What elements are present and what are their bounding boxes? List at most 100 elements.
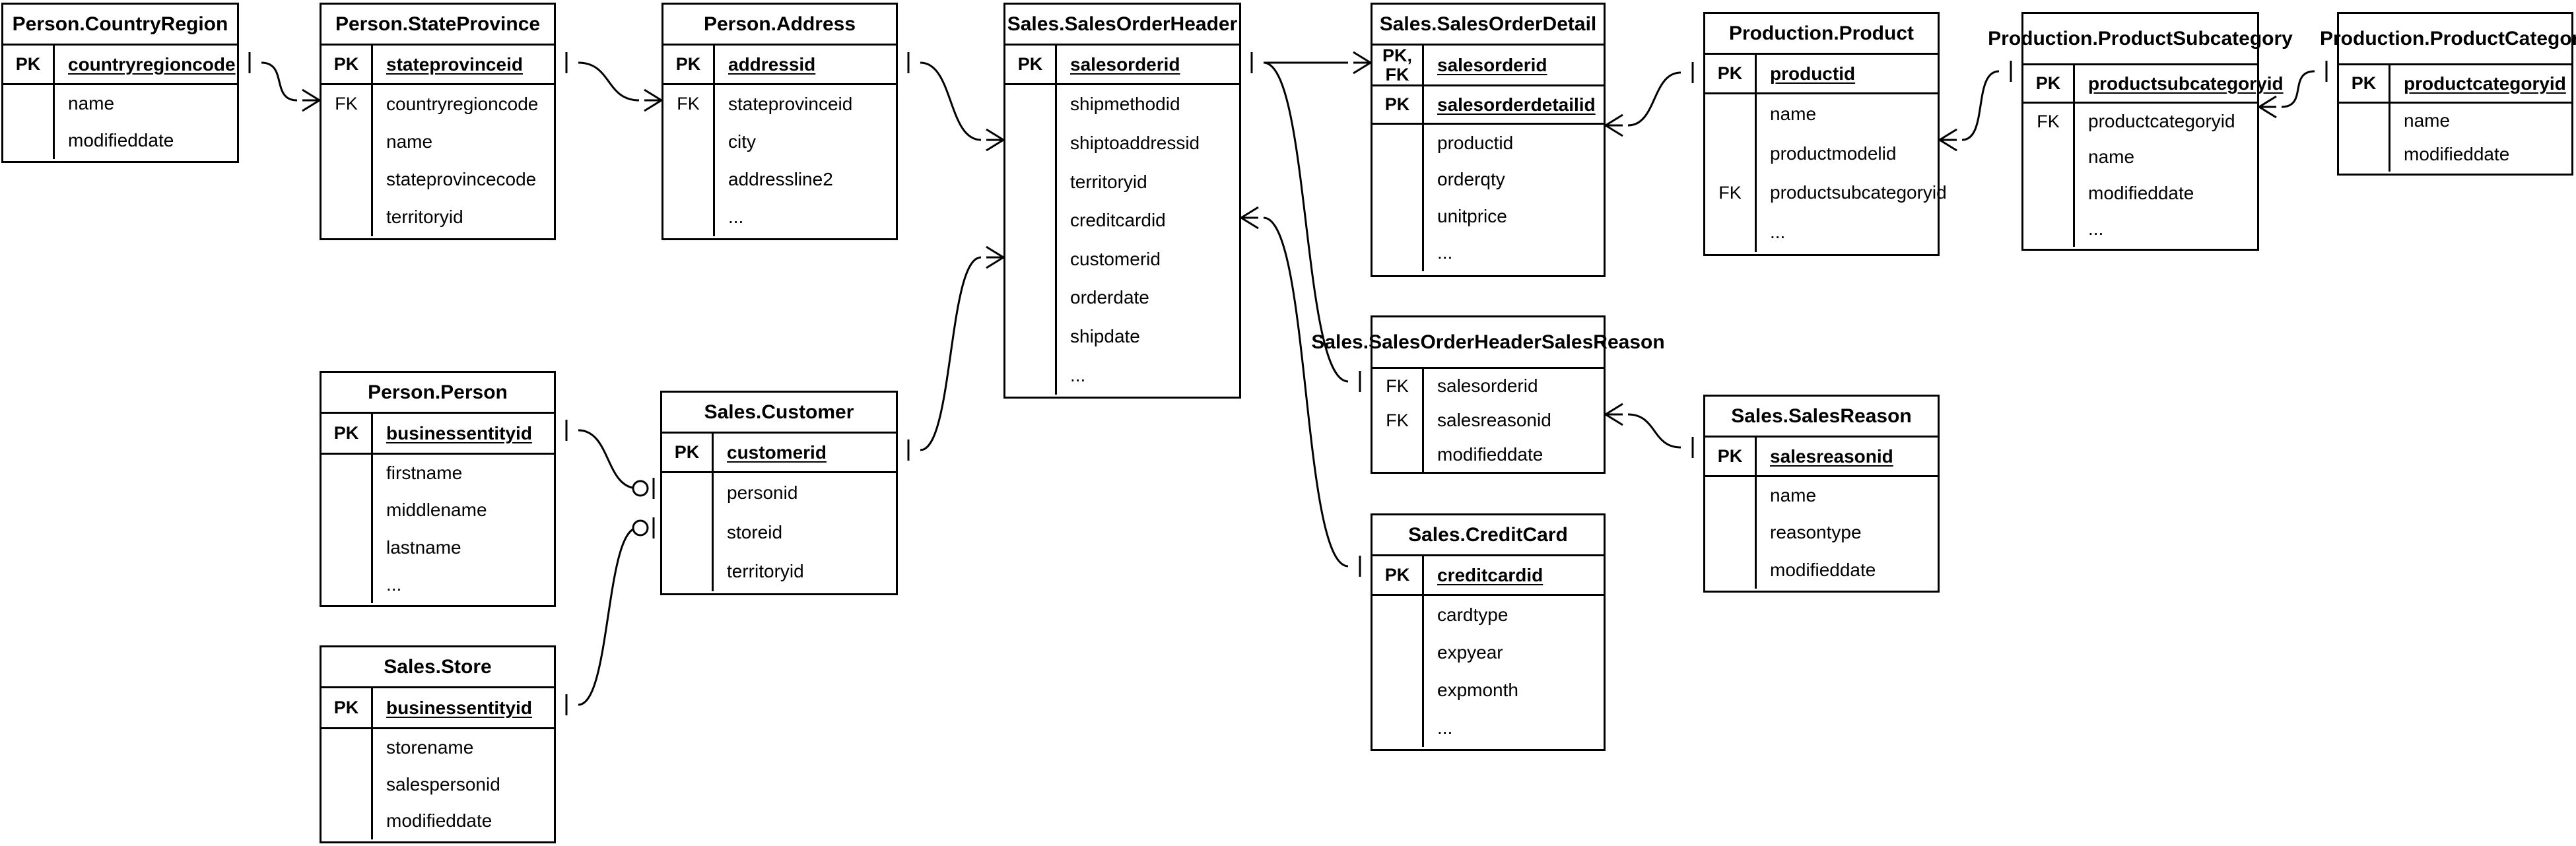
key-badge: PK <box>663 46 715 83</box>
rel-salesorderheader-creditcard <box>1240 206 1361 577</box>
entity-title: Production.ProductCategory <box>2320 14 2576 65</box>
attribute-name: name <box>68 93 115 114</box>
attribute-name: addressline2 <box>728 169 833 190</box>
key-badge <box>322 455 371 492</box>
key-badge <box>1373 596 1422 634</box>
key-badge <box>662 513 712 552</box>
key-badge <box>322 123 371 160</box>
attribute-name: productcategoryid <box>2404 73 2566 94</box>
key-badge <box>1373 235 1422 272</box>
key-badge: PK <box>322 688 373 727</box>
key-badge <box>1005 240 1055 279</box>
key-badge: FK <box>335 94 358 114</box>
key-badge <box>663 123 713 160</box>
entity-title: Person.StateProvince <box>322 5 554 46</box>
attribute-name: shiptoaddressid <box>1070 132 1200 153</box>
key-badge <box>1373 438 1422 472</box>
attribute-name: stateprovinceid <box>728 93 853 114</box>
key-badge <box>1373 672 1422 709</box>
attribute-name: productmodelid <box>1770 143 1897 164</box>
key-badge <box>1005 124 1055 163</box>
key-badge: PK <box>322 414 373 453</box>
entity-title: Sales.Customer <box>662 393 896 434</box>
key-badge: FK <box>1386 410 1409 430</box>
entity-title-line: Production.Product <box>1988 27 2173 49</box>
key-column <box>3 85 55 159</box>
attribute-name: productsubcategoryid <box>1770 182 1947 203</box>
key-badge: PK <box>1705 438 1757 475</box>
key-badge: PK <box>322 46 373 83</box>
attribute-name: customerid <box>1070 248 1161 269</box>
rel-stateprovince-address <box>565 52 662 112</box>
entity-title: Sales.CreditCard <box>1373 515 1604 556</box>
attribute-name: salesreasonid <box>1770 445 1893 467</box>
attribute-name: productsubcategoryid <box>2088 73 2284 94</box>
key-badge <box>2023 211 2073 247</box>
key-badge <box>1005 201 1055 240</box>
key-badge: FK <box>1386 375 1409 396</box>
attribute-name: personid <box>727 482 798 503</box>
attribute-name: modifieddate <box>1770 559 1876 580</box>
key-badge <box>2339 104 2389 138</box>
key-badge <box>1705 94 1755 134</box>
key-badge <box>1705 514 1755 551</box>
key-column <box>322 729 373 839</box>
rel-store-customer <box>565 517 655 715</box>
attribute-name: modifieddate <box>1437 444 1543 465</box>
key-badge <box>322 729 371 766</box>
attribute-name: ... <box>1070 364 1086 385</box>
attribute-name: expyear <box>1437 641 1503 663</box>
attribute-name: shipmethodid <box>1070 94 1180 115</box>
rel-productsubcategory-product <box>1939 61 2012 152</box>
attribute-name: orderqty <box>1437 169 1505 190</box>
attribute-name: city <box>728 131 756 152</box>
key-badge <box>1005 85 1055 124</box>
key-badge <box>1005 317 1055 356</box>
key-badge <box>1373 634 1422 671</box>
key-badge <box>1705 477 1755 514</box>
key-column <box>1005 85 1057 395</box>
key-badge: PK <box>1705 55 1757 92</box>
entity-production-productcategory[interactable]: Production.ProductCategoryPKproductcateg… <box>2320 12 2576 176</box>
attribute-name: storeid <box>727 521 783 542</box>
key-column: FK FK <box>1373 369 1424 472</box>
attribute-name: salespersonid <box>386 773 500 795</box>
key-column <box>322 455 373 603</box>
key-badge <box>322 566 371 603</box>
key-badge <box>3 85 53 122</box>
attribute-name: name <box>2088 146 2135 168</box>
key-badge <box>662 473 712 513</box>
attribute-name: customerid <box>727 441 827 463</box>
attribute-name: ... <box>1437 242 1453 263</box>
attribute-name: territoryid <box>1070 171 1147 192</box>
key-badge: PK, FK <box>1373 46 1424 84</box>
entity-title-line: Production.Product <box>2319 27 2505 49</box>
